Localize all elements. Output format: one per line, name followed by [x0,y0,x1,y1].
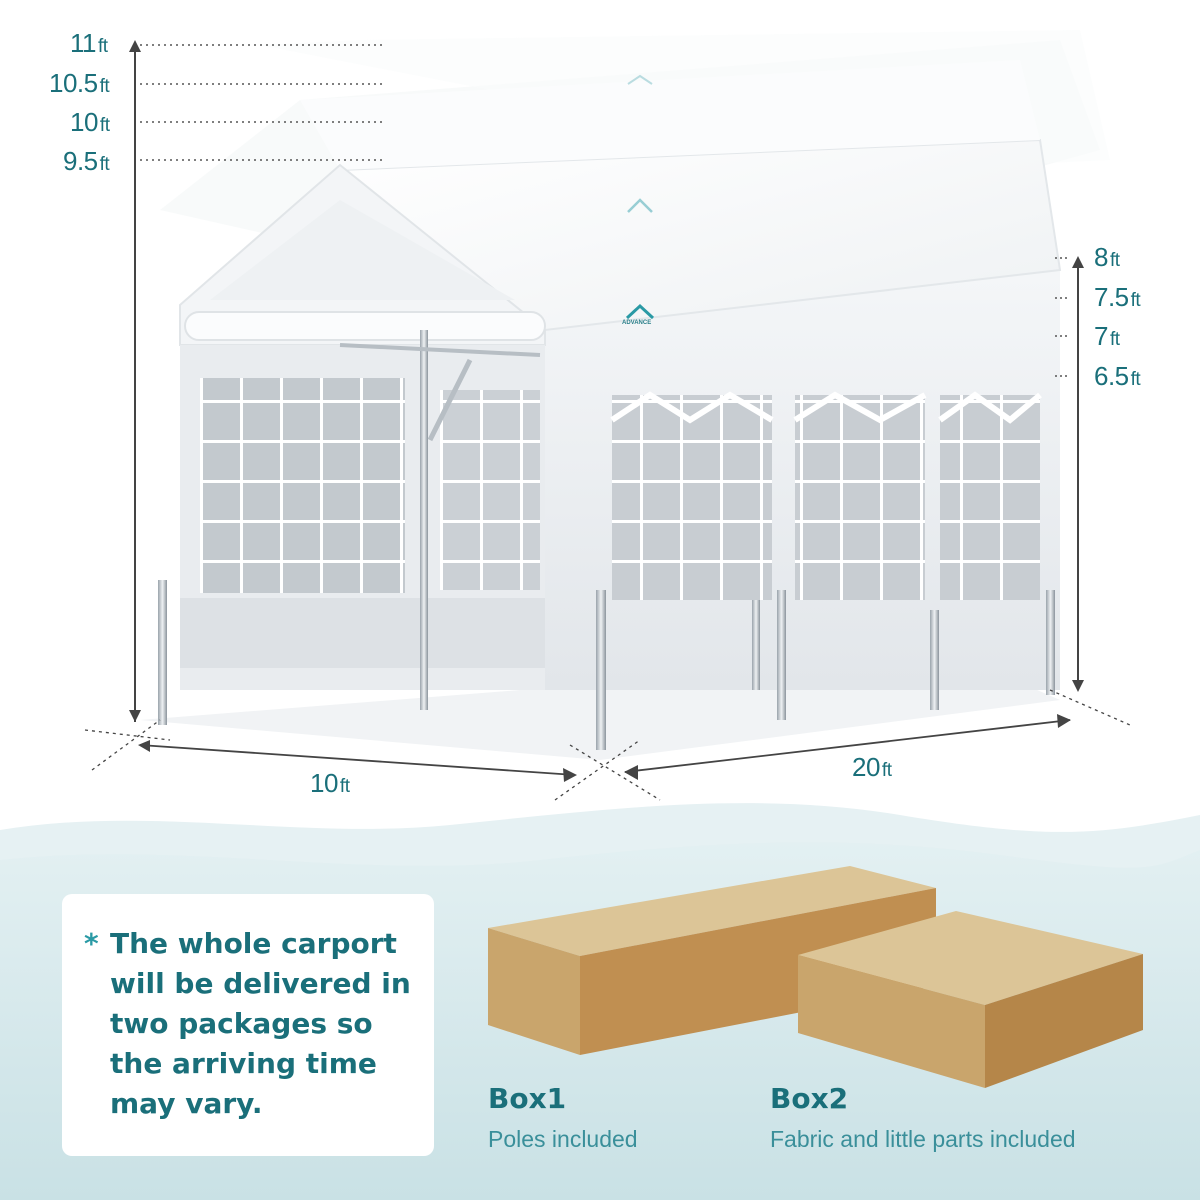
front-windows [200,378,540,593]
side-dimension-lines [1055,256,1084,692]
height-dimension-lines [129,40,382,722]
side-windows [610,391,1042,600]
width-value: 10 [310,768,338,798]
box-1-description: Poles included [488,1126,638,1152]
length-unit: ft [881,760,892,781]
box-2-description: Fabric and little parts included [770,1126,1076,1152]
floor-dimension-lines [84,689,1131,801]
side-unit: ft [1130,290,1141,311]
brand-logo [625,74,655,320]
side-value: 7 [1094,321,1108,351]
delivery-note: * The whole carport will be delivered in… [84,924,420,1124]
height-unit: ft [99,76,110,97]
delivery-note-text: The whole carport will be delivered in t… [110,927,411,1120]
carport-illustration [140,30,1110,760]
side-value: 6.5 [1094,361,1129,391]
side-unit: ft [1109,329,1120,350]
box-2-illustration [798,911,1143,1088]
note-bullet: * [84,927,99,960]
side-value: 7.5 [1094,282,1129,312]
height-unit: ft [98,36,108,57]
box-1-illustration [488,866,936,1055]
side-unit: ft [1130,369,1141,390]
height-unit: ft [99,115,110,136]
brand-logo-text: ADVANCE [622,320,652,326]
height-value: 9.5 [63,146,98,176]
box-2-title: Box2 [770,1082,849,1115]
box-1-title: Box1 [488,1082,567,1115]
height-value: 10 [70,107,98,137]
height-unit: ft [99,154,110,175]
delivery-note-card: * The whole carport will be delivered in… [62,894,434,1156]
side-unit: ft [1109,250,1120,271]
height-value: 11 [70,28,97,58]
side-value: 8 [1094,242,1108,272]
poles [158,330,1055,750]
width-unit: ft [339,776,350,797]
length-value: 20 [852,752,880,782]
height-value: 10.5 [49,68,98,98]
